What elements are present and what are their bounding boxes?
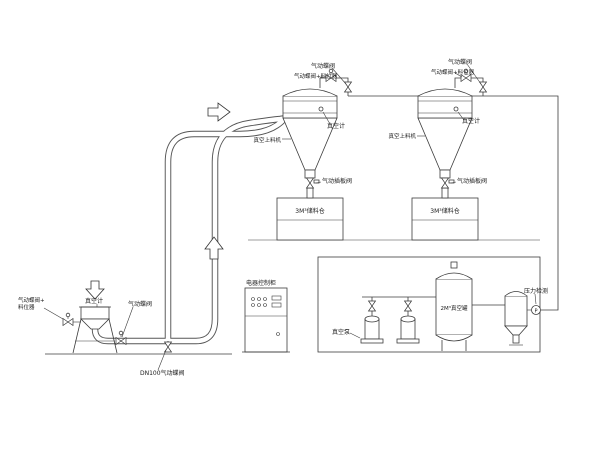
vacuum-gauge-icon bbox=[453, 106, 459, 112]
vacuum-gauge-icon bbox=[318, 106, 324, 112]
pump-valve-icon bbox=[368, 300, 376, 312]
control-cabinet bbox=[242, 287, 290, 353]
cyclone-cone-right bbox=[417, 117, 473, 171]
slide-gate-valve-icon bbox=[441, 177, 449, 189]
arrow-down-feed bbox=[85, 280, 105, 300]
arrow-up-pipe bbox=[204, 236, 224, 260]
label-dn100-valve: DN100气动蝶阀 bbox=[140, 369, 185, 377]
label-left-feeder: 真空上料机 bbox=[253, 136, 281, 144]
label-right-vacuum-gauge: 真空计 bbox=[462, 117, 480, 125]
feed-station bbox=[43, 304, 172, 371]
label-right-slide-valve: 气动插板阀 bbox=[457, 177, 487, 185]
label-control-cabinet: 电器控制柜 bbox=[246, 279, 276, 287]
label-right-bin: 3M³储料仓 bbox=[430, 207, 459, 215]
label-feed-valve: 气动蝶阀 bbox=[128, 300, 152, 308]
label-left-slide-valve: 气动插板阀 bbox=[322, 177, 352, 185]
cyclone-body-left bbox=[282, 95, 338, 119]
label-feed-valve-level-2: 料位器 bbox=[18, 303, 35, 311]
feeder-unit-right bbox=[411, 63, 487, 241]
label-right-feeder: 真空上料机 bbox=[388, 132, 416, 140]
feed-hopper-body bbox=[80, 306, 110, 320]
label-left-bin: 3M³储料仓 bbox=[295, 207, 324, 215]
vacuum-tank bbox=[435, 278, 473, 336]
arrow-right-pipe bbox=[207, 102, 231, 122]
pump-room bbox=[317, 256, 541, 353]
storage-bin-left bbox=[276, 197, 344, 241]
label-left-vacuum-gauge: 真空计 bbox=[327, 122, 345, 130]
butterfly-level-valve-icon bbox=[62, 318, 74, 326]
feed-hopper-cone bbox=[80, 318, 110, 330]
label-right-valve-top: 气动蝶阀 bbox=[448, 58, 472, 66]
label-feed-valve-level-1: 气动蝶阀+ bbox=[18, 296, 45, 304]
label-feed-vacuum-gauge: 真空计 bbox=[85, 297, 103, 305]
label-gauge-letter: P bbox=[534, 309, 537, 315]
label-vacuum-tank: 2M³真空罐 bbox=[441, 304, 468, 312]
label-right-valve-level: 气动蝶阀+料位器 bbox=[431, 68, 475, 76]
pressure-gauge-icon bbox=[531, 305, 541, 315]
cabinet-handle bbox=[276, 332, 280, 336]
feeder-unit-left bbox=[276, 67, 352, 241]
cyclone-body-right bbox=[417, 95, 473, 119]
filter-vessel bbox=[504, 295, 528, 327]
cyclone-dome-right bbox=[417, 88, 473, 97]
cyclone-dome-left bbox=[282, 88, 338, 97]
slide-gate-valve-icon bbox=[306, 177, 314, 189]
label-vacuum-pump: 真空泵 bbox=[332, 328, 350, 336]
pump-valve-icon bbox=[404, 300, 412, 312]
pump-room-enclosure bbox=[317, 256, 541, 353]
flow-arrows bbox=[85, 102, 231, 300]
label-pressure-detect: 压力检测 bbox=[524, 287, 548, 295]
labels: 气动蝶阀 气动蝶阀+料位器 真空计 真空上料机 气动插板阀 3M³储料仓 气动蝶… bbox=[18, 58, 548, 377]
storage-bin-right bbox=[411, 197, 479, 241]
label-left-valve-top: 气动蝶阀 bbox=[311, 62, 335, 70]
label-left-valve-level: 气动蝶阀+料位器 bbox=[294, 72, 338, 80]
